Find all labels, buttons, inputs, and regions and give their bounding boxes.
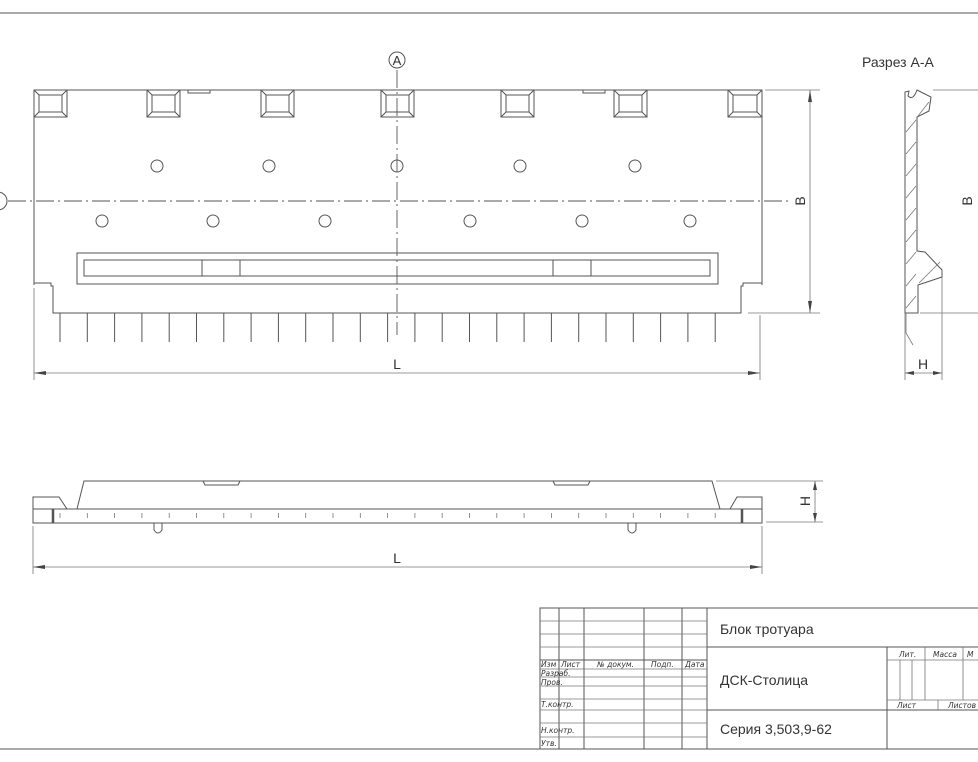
sheets-label: Листов [947, 701, 976, 710]
title-block: Блок тротуара ДСК-Столица Серия 3,503,9-… [539, 607, 978, 749]
role-tech-control: Т.контр. [541, 700, 574, 709]
product-name: Блок тротуара [720, 621, 814, 637]
dimension-arrows [813, 481, 817, 522]
role-approved: Утв. [541, 739, 557, 748]
title-block-outline [539, 607, 978, 749]
side-outline [32, 480, 763, 523]
top-tab [582, 89, 606, 94]
section-marker-circle-left [0, 191, 8, 211]
length-label: L [393, 356, 401, 372]
section-title: Разрез А-А [862, 54, 934, 70]
hatch-line [905, 141, 917, 155]
section-marker-label: A [393, 53, 402, 68]
hole [463, 214, 477, 228]
hatch-line [905, 207, 917, 221]
mass-label: Масса [933, 650, 957, 659]
hatch-line [905, 119, 917, 133]
side-strip [32, 508, 763, 524]
hole [262, 159, 276, 173]
header-date: Дата [684, 660, 705, 669]
hatch-line [918, 261, 941, 284]
hole [318, 214, 332, 228]
hole [206, 214, 220, 228]
hatch-line [917, 101, 930, 117]
section-extension-lines [904, 277, 943, 380]
hole [683, 214, 697, 228]
role-checker: Пров. [541, 678, 563, 687]
role-developer: Разраб. [541, 669, 570, 678]
series-number: Серия 3,503,9-62 [720, 721, 832, 737]
lifting-socket [613, 89, 648, 118]
hatch-line [905, 185, 917, 199]
hole [150, 159, 164, 173]
width-label: B [792, 196, 808, 205]
side-view: L H [32, 480, 823, 574]
header-sign: Подп. [651, 660, 674, 669]
lifting-socket [500, 89, 535, 118]
hatch-line [905, 295, 917, 309]
sheet-label: Лист [896, 701, 917, 710]
hole [513, 159, 527, 173]
holes [95, 159, 697, 228]
role-norm-control: Н.контр. [541, 726, 575, 735]
title-block-grid [540, 608, 708, 749]
hatch-line [905, 251, 917, 265]
plan-outline [33, 89, 763, 285]
plan-bottom-edge [34, 282, 762, 314]
hole [95, 214, 109, 228]
lifting-socket [727, 89, 763, 118]
company-name: ДСК-Столица [720, 672, 808, 688]
top-tab [187, 89, 211, 94]
lit-label: Лит. [898, 650, 916, 659]
hole [575, 214, 589, 228]
section-width-label: B [959, 196, 975, 205]
section-height-label: H [918, 356, 928, 372]
side-length-label: L [393, 550, 401, 566]
hatch-line [905, 229, 917, 243]
hatch-line [905, 273, 917, 287]
header-doc-no: № докум. [596, 660, 634, 669]
scale-label: М [967, 650, 974, 659]
plan-view: A L B [0, 51, 820, 380]
header-izm: Изм [541, 660, 557, 669]
side-depressions [202, 480, 591, 486]
lifting-socket [33, 89, 68, 118]
dimension-arrows [905, 371, 942, 375]
rebar-ends [59, 313, 716, 342]
lifting-socket [146, 89, 181, 118]
section-marker-circle [388, 51, 406, 69]
section-profile [904, 89, 943, 314]
header-list: Лист [560, 660, 581, 669]
lifting-sockets [33, 89, 763, 118]
side-height-label: H [797, 496, 813, 506]
side-lugs [153, 523, 637, 534]
lifting-socket [260, 89, 295, 118]
hole [628, 159, 642, 173]
side-ticks [59, 513, 716, 518]
lifting-socket [380, 89, 415, 118]
section-view: Разрез А-А H B [862, 54, 978, 380]
hatch-line [905, 163, 917, 177]
slot-outer [76, 252, 719, 285]
section-hatching [905, 101, 941, 309]
